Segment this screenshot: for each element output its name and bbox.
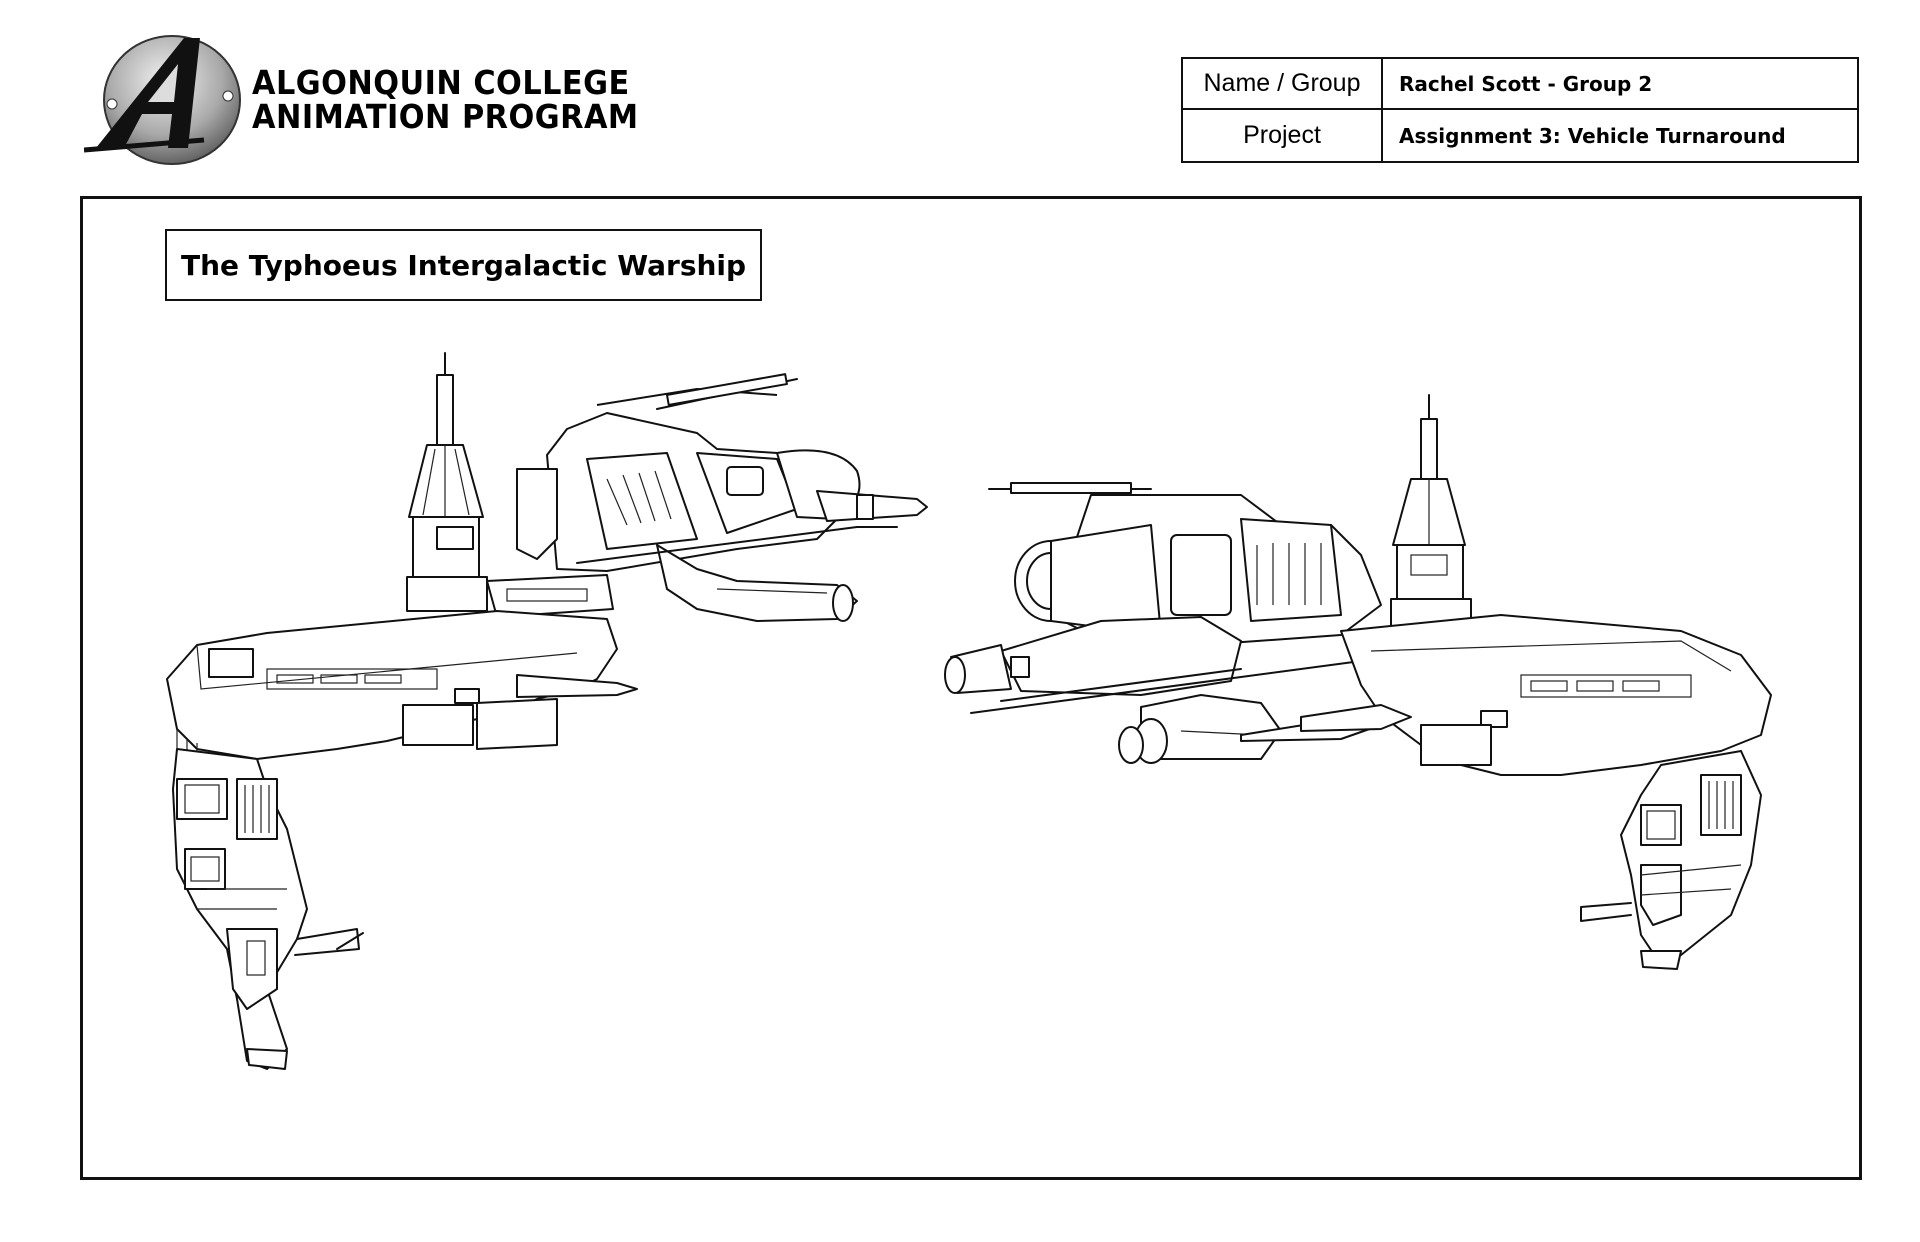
drawing-frame: The Typhoeus Intergalactic Warship [80, 196, 1862, 1180]
college-logo: ALGONQUIN COLLEGE ANIMATION PROGRAM [84, 30, 638, 170]
logo-line-2: ANIMATION PROGRAM [252, 97, 639, 136]
logo-wordmark: ALGONQUIN COLLEGE ANIMATION PROGRAM [252, 66, 639, 134]
warship-right-drawing-icon [944, 394, 1772, 970]
warship-view-right [941, 394, 1801, 1055]
warship-left-drawing-icon [166, 352, 928, 1070]
sheet-title: The Typhoeus Intergalactic Warship [165, 229, 763, 301]
name-group-value: Rachel Scott - Group 2 [1383, 59, 1857, 110]
project-label: Project [1183, 110, 1383, 161]
warship-view-left [137, 349, 967, 1109]
project-value: Assignment 3: Vehicle Turnaround [1399, 123, 1786, 148]
name-group-label: Name / Group [1183, 59, 1383, 110]
info-table: Name / Group Rachel Scott - Group 2 Proj… [1181, 57, 1859, 163]
algonquin-emblem-icon [84, 35, 241, 165]
logo-line-1: ALGONQUIN COLLEGE [252, 63, 630, 102]
